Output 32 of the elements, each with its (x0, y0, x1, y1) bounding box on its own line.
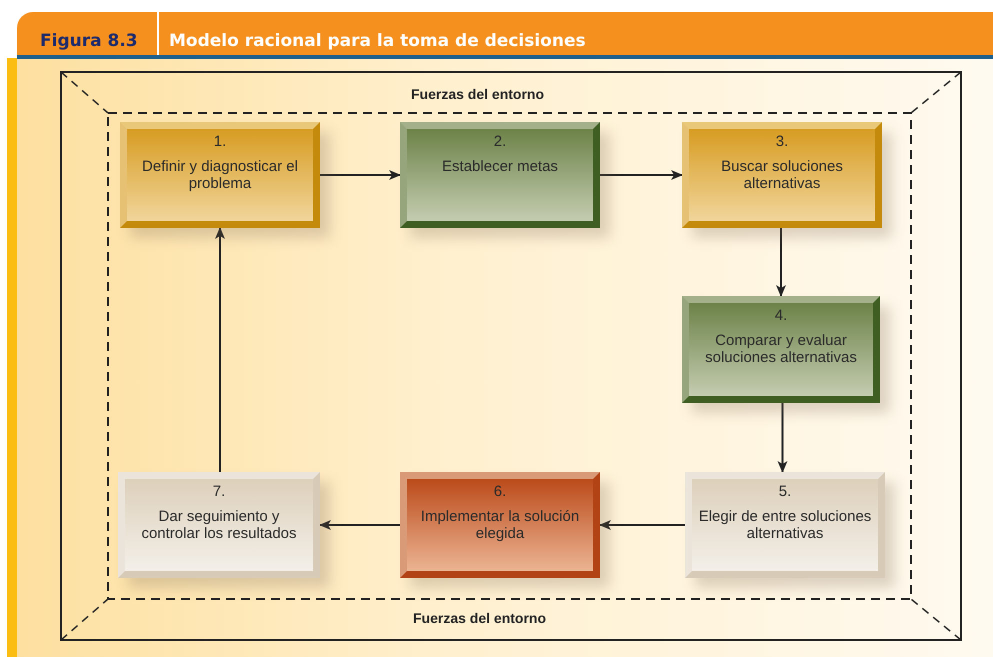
step-number: 2. (494, 133, 506, 150)
step-number: 4. (774, 307, 788, 324)
figure-title: Modelo racional para la toma de decisiones (169, 31, 586, 51)
step-number: 7. (212, 483, 226, 500)
step-text: Implementar la solución elegida (420, 508, 580, 542)
step-text: Buscar soluciones alternativas (720, 158, 844, 192)
step-number: 1. (214, 133, 226, 150)
process-box (685, 472, 885, 578)
arrow (320, 170, 401, 180)
process-box (682, 122, 882, 228)
step-number: 3. (776, 133, 788, 150)
arrow (776, 228, 786, 297)
environment-label: Fuerzas del entorno (413, 610, 546, 626)
step-text: Elegir de entre soluciones alternativas (698, 508, 872, 542)
arrow (319, 520, 400, 530)
step-text: Definir y diagnosticar el problema (141, 158, 299, 192)
arrow (600, 170, 683, 180)
process-box (400, 472, 600, 578)
step-text: Dar seguimiento y controlar los resultados (140, 508, 298, 542)
step-text: Comparar y evaluar soluciones alternativas (704, 332, 858, 366)
process-box (400, 122, 600, 228)
figure-number: Figura 8.3 (40, 31, 138, 51)
process-box (118, 472, 320, 578)
step-number: 5. (778, 483, 792, 500)
step-text: Establecer metas (441, 158, 559, 175)
step-number: 6. (494, 483, 506, 500)
process-box (120, 122, 320, 228)
arrow (778, 403, 788, 473)
environment-label: Fuerzas del entorno (411, 86, 544, 102)
arrow (599, 520, 685, 530)
arrow (215, 227, 225, 472)
process-box (682, 296, 880, 403)
